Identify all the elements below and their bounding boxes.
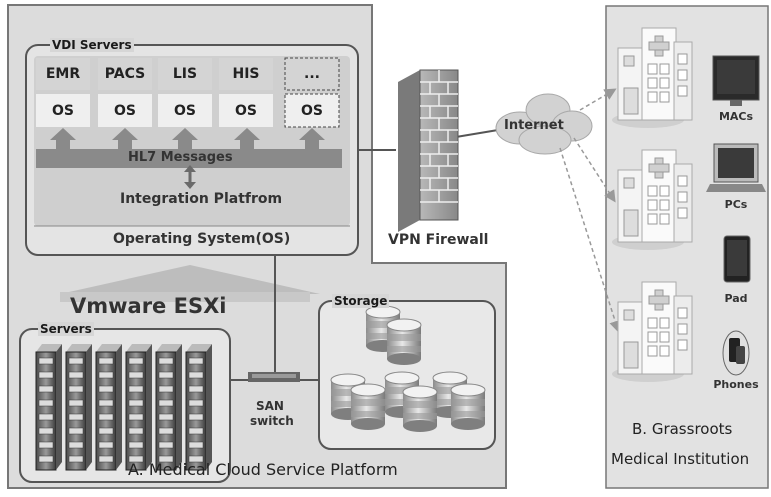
storage-disk-icon (386, 318, 422, 365)
os-label-3: OS (174, 103, 196, 119)
storage-disk-icon (450, 383, 486, 430)
hl7-messages-label: HL7 Messages (128, 150, 233, 165)
server-rack-icon (35, 344, 62, 471)
os-label-1: OS (52, 103, 74, 119)
vdi-servers-box (25, 44, 359, 256)
storage-box (318, 300, 496, 450)
vmware-esxi-label: Vmware ESXi (70, 294, 227, 318)
servers-box (19, 328, 231, 483)
server-rack-icon (65, 344, 92, 471)
hospital-building-icon (612, 281, 693, 382)
switch-label: switch (250, 414, 294, 428)
app-label-his: HIS (232, 66, 260, 82)
app-label-more: ... (304, 66, 320, 82)
pc-device-icon (706, 143, 766, 192)
device-label-pcs: PCs (724, 198, 748, 211)
device-label-macs: MACs (718, 110, 754, 123)
internet-cloud-icon (495, 93, 593, 155)
vdi-servers-title: VDI Servers (50, 38, 134, 52)
esxi-hypervisor-arrow (60, 265, 320, 302)
storage-disk-icon (384, 371, 420, 418)
server-rack-icon (125, 344, 152, 471)
internet-label: Internet (504, 118, 564, 133)
institution-caption-line2: Medical Institution (611, 450, 750, 468)
device-label-pad: Pad (724, 292, 748, 305)
server-rack-icon (185, 344, 212, 471)
os-label-4: OS (235, 103, 257, 119)
server-rack-icon (155, 344, 182, 471)
device-label-phones: Phones (713, 378, 759, 391)
san-label: SAN (256, 399, 284, 413)
platform-caption: A. Medical Cloud Service Platform (128, 460, 398, 479)
phones-device-icon (722, 330, 750, 376)
app-label-emr: EMR (45, 66, 81, 82)
storage-disk-icon (402, 385, 438, 432)
os-label-2: OS (114, 103, 136, 119)
vpn-firewall-icon (398, 69, 459, 232)
mac-device-icon (712, 55, 760, 106)
hospital-icons (612, 27, 693, 382)
storage-title: Storage (332, 294, 390, 308)
servers-title: Servers (38, 322, 94, 336)
os-label-5: OS (301, 103, 323, 119)
app-label-lis: LIS (172, 66, 198, 82)
institution-caption-line1: B. Grassroots (632, 420, 733, 438)
operating-system-label: Operating System(OS) (113, 231, 291, 247)
app-label-pacs: PACS (104, 66, 146, 82)
integration-platform-label: Integration Platfrom (120, 191, 283, 207)
vpn-firewall-label: VPN Firewall (388, 232, 489, 248)
pad-device-icon (723, 235, 751, 283)
storage-disk-icon (350, 383, 386, 430)
hospital-building-icon (612, 149, 693, 250)
internet-links (559, 88, 621, 333)
server-rack-icon (95, 344, 122, 471)
hospital-building-icon (612, 27, 693, 128)
san-switch-device (248, 372, 300, 382)
